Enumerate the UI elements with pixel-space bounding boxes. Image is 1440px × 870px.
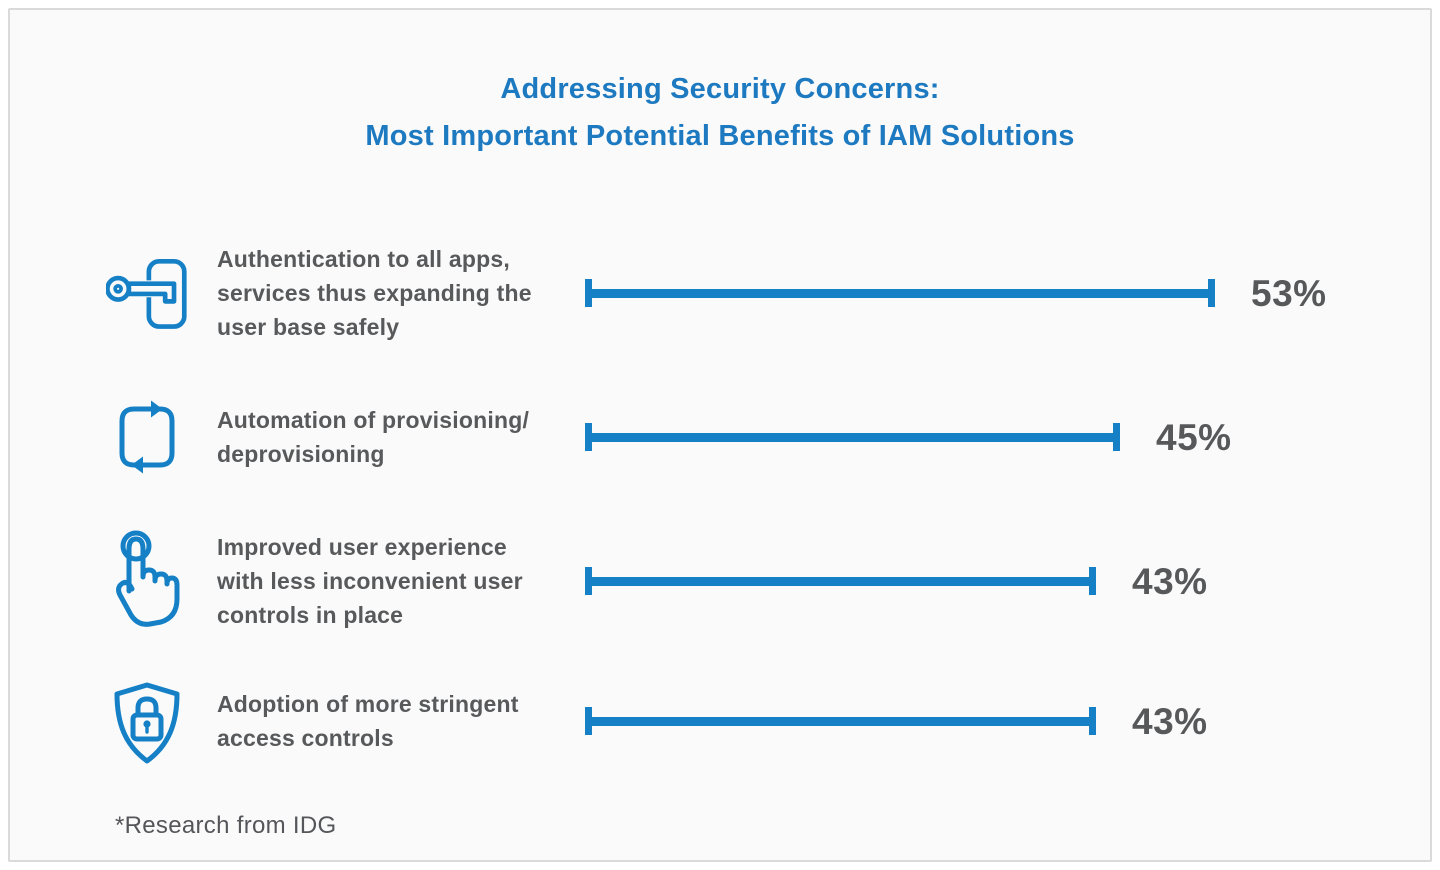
key-door-icon <box>102 238 192 348</box>
shield-lock-icon <box>102 666 192 776</box>
benefit-row-access-controls: Adoption of more stringent access contro… <box>10 666 1430 776</box>
bar-area: 43% <box>585 526 1208 636</box>
benefit-label-cell: Authentication to all apps, services thu… <box>217 238 597 348</box>
key-door-icon-svg <box>106 258 187 329</box>
bar-area: 53% <box>585 238 1327 348</box>
value-bar <box>585 423 1120 451</box>
benefit-label: Automation of provisioning/ deprovisioni… <box>217 407 530 467</box>
benefit-label-cell: Improved user experience with less incon… <box>217 526 597 636</box>
tap-finger-icon-svg <box>116 530 180 627</box>
benefit-row-automation: Automation of provisioning/ deprovisioni… <box>10 382 1430 492</box>
benefit-label: Authentication to all apps, services thu… <box>217 246 532 340</box>
value-bar <box>585 567 1096 595</box>
provisioning-loop-icon-svg <box>119 400 175 474</box>
value-label: 53% <box>1251 272 1327 314</box>
value-bar <box>585 707 1096 735</box>
provisioning-loop-icon <box>102 382 192 492</box>
value-bar <box>585 279 1215 307</box>
value-label: 43% <box>1132 560 1208 602</box>
benefit-label: Improved user experience with less incon… <box>217 534 523 628</box>
source-footnote: *Research from IDG <box>115 812 337 839</box>
benefit-label: Adoption of more stringent access contro… <box>217 691 519 751</box>
title-line-1: Addressing Security Concerns: <box>500 73 940 105</box>
benefit-row-authentication: Authentication to all apps, services thu… <box>10 238 1430 348</box>
tap-finger-icon <box>102 526 192 636</box>
value-label: 43% <box>1132 700 1208 742</box>
title-line-2: Most Important Potential Benefits of IAM… <box>365 120 1075 152</box>
content-frame: Addressing Security Concerns: Most Impor… <box>8 8 1432 862</box>
shield-lock-icon-svg <box>114 682 180 764</box>
benefit-label-cell: Adoption of more stringent access contro… <box>217 666 597 776</box>
bar-area: 43% <box>585 666 1208 776</box>
bar-area: 45% <box>585 382 1232 492</box>
value-label: 45% <box>1156 416 1232 458</box>
benefit-row-user-experience: Improved user experience with less incon… <box>10 526 1430 636</box>
benefit-label-cell: Automation of provisioning/ deprovisioni… <box>217 382 597 492</box>
page-title: Addressing Security Concerns: Most Impor… <box>10 66 1430 160</box>
